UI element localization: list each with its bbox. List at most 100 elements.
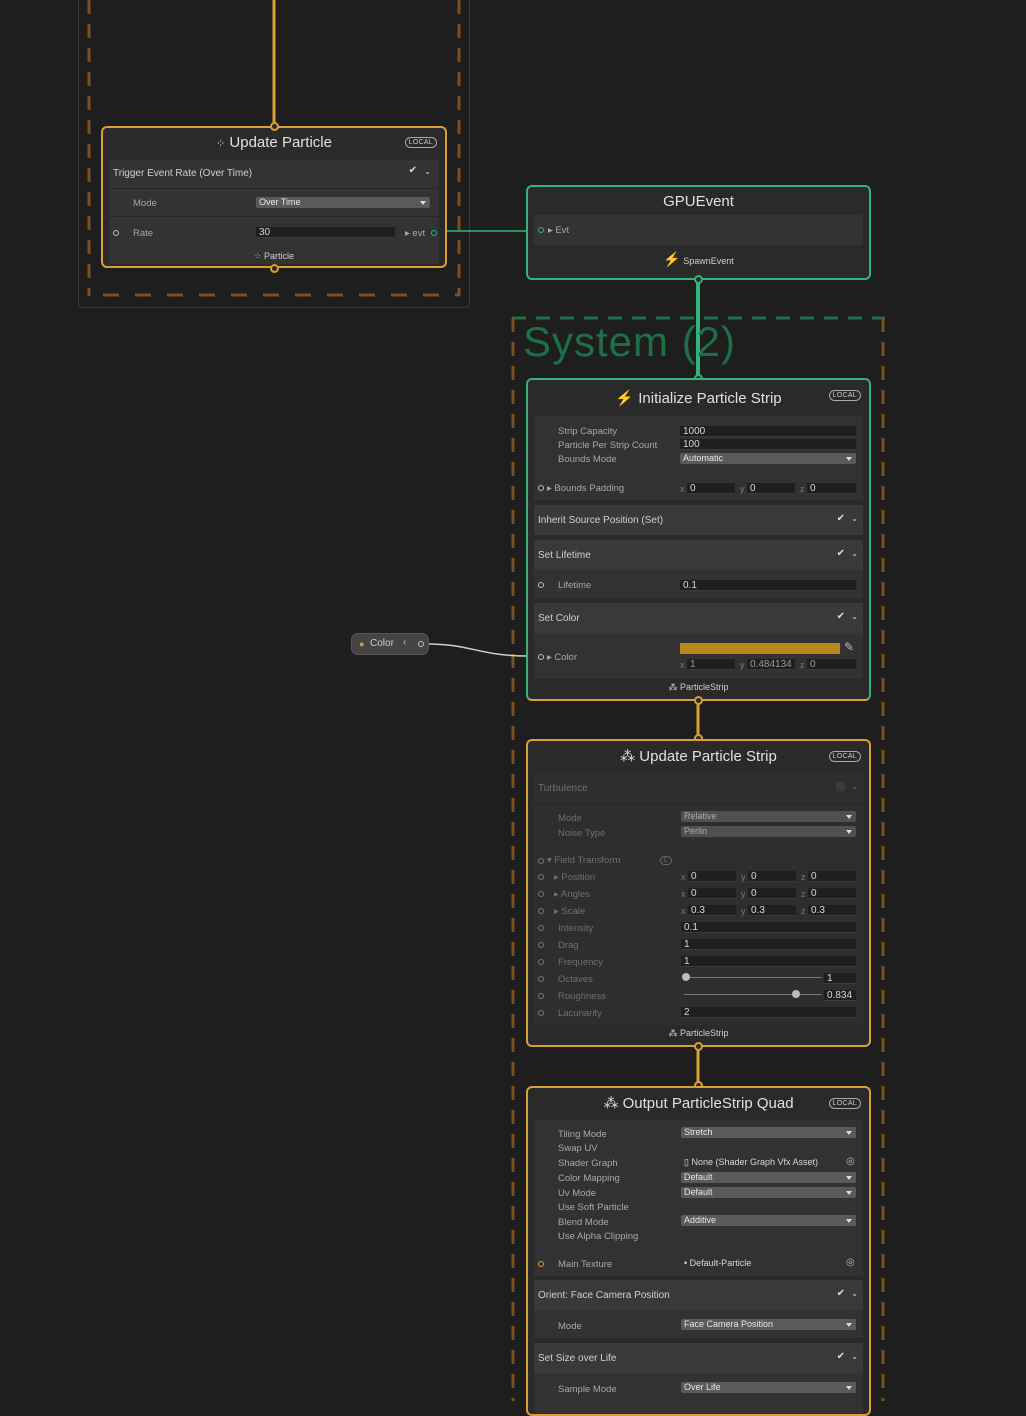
intensity-field[interactable]: 0.1 [681, 922, 856, 933]
chevron-down-icon[interactable]: ⌄ [851, 782, 858, 791]
lifetime-field[interactable]: 0.1 [680, 580, 856, 591]
checkbox-icon[interactable]: ✔ [836, 548, 845, 559]
flow-output-pin[interactable] [270, 264, 279, 273]
lacunarity-port[interactable] [538, 1010, 544, 1016]
checkbox-icon[interactable] [836, 782, 845, 791]
chevron-down-icon[interactable]: ⌄ [851, 1289, 858, 1298]
rate-field[interactable]: 30 [256, 227, 395, 238]
checkbox-icon[interactable]: ✔ [836, 611, 845, 622]
flow-output-pin[interactable] [694, 1042, 703, 1051]
particle-per-strip-field[interactable]: 100 [680, 439, 856, 450]
color-x-field[interactable]: 1 [687, 659, 735, 670]
mode-dropdown[interactable]: Relative [681, 811, 856, 822]
collapse-icon[interactable]: ‹ [403, 637, 407, 648]
update-particle-node[interactable]: ⁘ Update Particle LOCAL Trigger Event Ra… [101, 126, 447, 268]
chevron-down-icon[interactable]: ⌄ [851, 612, 858, 621]
chevron-down-icon[interactable]: ⌄ [851, 1352, 858, 1361]
scale-y[interactable]: 0.3 [748, 905, 796, 916]
bounds-padding-z[interactable]: 0 [807, 483, 856, 494]
checkbox-icon[interactable]: ✔ [836, 1351, 845, 1362]
sample-mode-dropdown[interactable]: Over Life [681, 1382, 856, 1393]
bounds-padding-port[interactable] [538, 485, 544, 491]
orient-mode-dropdown[interactable]: Face Camera Position [681, 1319, 856, 1330]
evt-input-row[interactable]: ▸ Evt [534, 215, 863, 245]
bounds-padding-y[interactable]: 0 [747, 483, 795, 494]
orient-block[interactable]: Orient: Face Camera Position ✔ ⌄ Mode Fa… [534, 1280, 863, 1338]
lacunarity-field[interactable]: 2 [681, 1007, 856, 1018]
intensity-port[interactable] [538, 925, 544, 931]
local-badge[interactable]: LOCAL [828, 390, 861, 401]
bounds-mode-dropdown[interactable]: Automatic [680, 453, 856, 464]
roughness-field[interactable]: 0.834 [824, 990, 856, 1001]
strip-capacity-field[interactable]: 1000 [680, 426, 856, 437]
octaves-slider-knob[interactable] [682, 973, 690, 981]
angles-y[interactable]: 0 [748, 888, 796, 899]
chevron-down-icon[interactable]: ⌄ [424, 167, 431, 176]
roughness-slider-knob[interactable] [792, 990, 800, 998]
color-output-port[interactable] [418, 641, 424, 647]
lifetime-port[interactable] [538, 582, 544, 588]
checkbox-icon[interactable]: ✔ [836, 513, 845, 524]
noise-type-dropdown[interactable]: Perlin [681, 826, 856, 837]
chevron-down-icon[interactable]: ⌄ [851, 514, 858, 523]
chevron-down-icon[interactable]: ⌄ [851, 549, 858, 558]
angles-port[interactable] [538, 891, 544, 897]
color-mapping-dropdown[interactable]: Default [681, 1172, 856, 1183]
color-parameter-node[interactable]: ● Color ‹ [351, 633, 429, 655]
scale-x[interactable]: 0.3 [688, 905, 736, 916]
color-input-port[interactable] [538, 654, 544, 660]
bounds-padding-x[interactable]: 0 [687, 483, 735, 494]
output-particlestrip-quad-node[interactable]: ⁂ Output ParticleStrip Quad LOCAL Tiling… [526, 1086, 871, 1416]
trigger-event-block[interactable]: Trigger Event Rate (Over Time) ✔ ⌄ Mode … [109, 160, 439, 264]
blend-mode-dropdown[interactable]: Additive [681, 1215, 856, 1226]
target-icon[interactable]: ◎ [846, 1257, 855, 1268]
target-icon[interactable]: ◎ [846, 1156, 855, 1167]
eyedropper-icon[interactable]: ✎ [844, 640, 855, 654]
color-z-field[interactable]: 0 [807, 659, 856, 670]
spawn-output-pin[interactable] [694, 275, 703, 284]
shader-graph-field[interactable]: ▯ None (Shader Graph Vfx Asset) [684, 1157, 819, 1167]
angles-x[interactable]: 0 [688, 888, 736, 899]
initialize-particle-strip-node[interactable]: ⚡ Initialize Particle Strip LOCAL Strip … [526, 378, 871, 701]
inherit-position-block[interactable]: Inherit Source Position (Set) ✔ ⌄ [534, 505, 863, 535]
mode-dropdown[interactable]: Over Time [256, 197, 430, 208]
drag-port[interactable] [538, 942, 544, 948]
main-texture-field[interactable]: • Default-Particle [684, 1258, 752, 1268]
evt-output-port[interactable] [431, 230, 437, 236]
turbulence-block[interactable]: Turbulence ⌄ Mode Relative Noise Type Pe… [534, 773, 863, 1025]
color-swatch[interactable] [680, 643, 840, 654]
frequency-field[interactable]: 1 [681, 956, 856, 967]
local-badge[interactable]: LOCAL [828, 1098, 861, 1109]
flow-input-pin[interactable] [270, 122, 279, 131]
color-y-field[interactable]: 0.484134 [747, 659, 795, 670]
roughness-slider-track[interactable] [684, 994, 822, 995]
checkbox-icon[interactable]: ✔ [408, 165, 417, 176]
set-lifetime-block[interactable]: Set Lifetime ✔ ⌄ Lifetime 0.1 [534, 540, 863, 598]
local-badge[interactable]: LOCAL [828, 751, 861, 762]
set-size-block[interactable]: Set Size over Life ✔ ⌄ Sample Mode Over … [534, 1343, 863, 1413]
main-texture-port[interactable] [538, 1261, 544, 1267]
checkbox-icon[interactable]: ✔ [836, 1288, 845, 1299]
octaves-slider-track[interactable] [684, 977, 822, 978]
position-port[interactable] [538, 874, 544, 880]
rate-port[interactable] [113, 230, 119, 236]
octaves-field[interactable]: 1 [824, 973, 856, 984]
evt-input-port[interactable] [538, 227, 544, 233]
field-transform-port[interactable] [538, 858, 544, 864]
drag-field[interactable]: 1 [681, 939, 856, 950]
uv-mode-dropdown[interactable]: Default [681, 1187, 856, 1198]
frequency-port[interactable] [538, 959, 544, 965]
scale-z[interactable]: 0.3 [808, 905, 856, 916]
position-z[interactable]: 0 [808, 871, 856, 882]
local-badge[interactable]: LOCAL [404, 137, 437, 148]
gpu-event-node[interactable]: GPUEvent ▸ Evt ⚡ SpawnEvent [526, 185, 871, 280]
octaves-port[interactable] [538, 976, 544, 982]
flow-output-pin[interactable] [694, 696, 703, 705]
update-particle-strip-node[interactable]: ⁂ Update Particle Strip LOCAL Turbulence… [526, 739, 871, 1047]
set-color-block[interactable]: Set Color ✔ ⌄ ▸ Color ✎ x 1 y 0.484134 z… [534, 603, 863, 679]
roughness-port[interactable] [538, 993, 544, 999]
tiling-mode-dropdown[interactable]: Stretch [681, 1127, 856, 1138]
position-x[interactable]: 0 [688, 871, 736, 882]
angles-z[interactable]: 0 [808, 888, 856, 899]
scale-port[interactable] [538, 908, 544, 914]
